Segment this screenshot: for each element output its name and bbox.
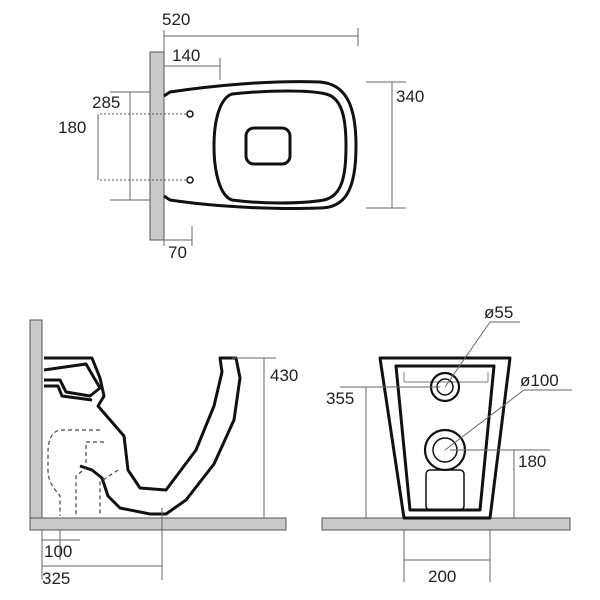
label-diameter-large: ø100 [520, 371, 559, 390]
dim-wall-offset: 70 [168, 243, 187, 262]
fixing-hole-upper [186, 110, 194, 118]
dim-base-width: 200 [428, 567, 456, 586]
top-view-seat-outline [212, 89, 348, 205]
dim-wall-to-fixing: 140 [172, 46, 200, 65]
label-diameter-small: ø55 [484, 303, 513, 322]
side-view-trap [44, 384, 93, 402]
top-view: 520 140 285 180 340 70 [58, 10, 424, 262]
rear-view-body-outline [378, 356, 512, 520]
dim-side-height: 430 [270, 366, 298, 385]
side-view-hidden-pipe [47, 429, 100, 516]
rear-view-floor [321, 517, 571, 531]
dim-outlet-from-wall: 100 [44, 542, 72, 561]
side-view: 430 100 325 [29, 319, 298, 588]
side-view-wall [29, 319, 43, 531]
dim-overall-length: 520 [162, 10, 190, 29]
fixing-hole-lower [186, 176, 194, 184]
dim-outlet-centre-from-wall: 325 [42, 569, 70, 588]
dim-fixing-spacing-inner: 180 [58, 118, 86, 137]
side-view-floor [29, 517, 287, 531]
dim-small-hole-height: 355 [326, 389, 354, 408]
dim-overall-width: 340 [396, 87, 424, 106]
top-view-bowl-outline [163, 80, 358, 211]
rear-view: ø55 ø100 355 180 200 [321, 303, 572, 586]
dim-large-hole-height: 180 [518, 452, 546, 471]
top-view-wall [149, 51, 165, 241]
top-view-rim [244, 126, 292, 166]
side-view-inner-channel [43, 362, 102, 398]
dim-fixing-spacing-outer: 285 [92, 93, 120, 112]
side-view-bowl-profile [44, 356, 242, 516]
rear-view-inner-outline [394, 364, 496, 512]
